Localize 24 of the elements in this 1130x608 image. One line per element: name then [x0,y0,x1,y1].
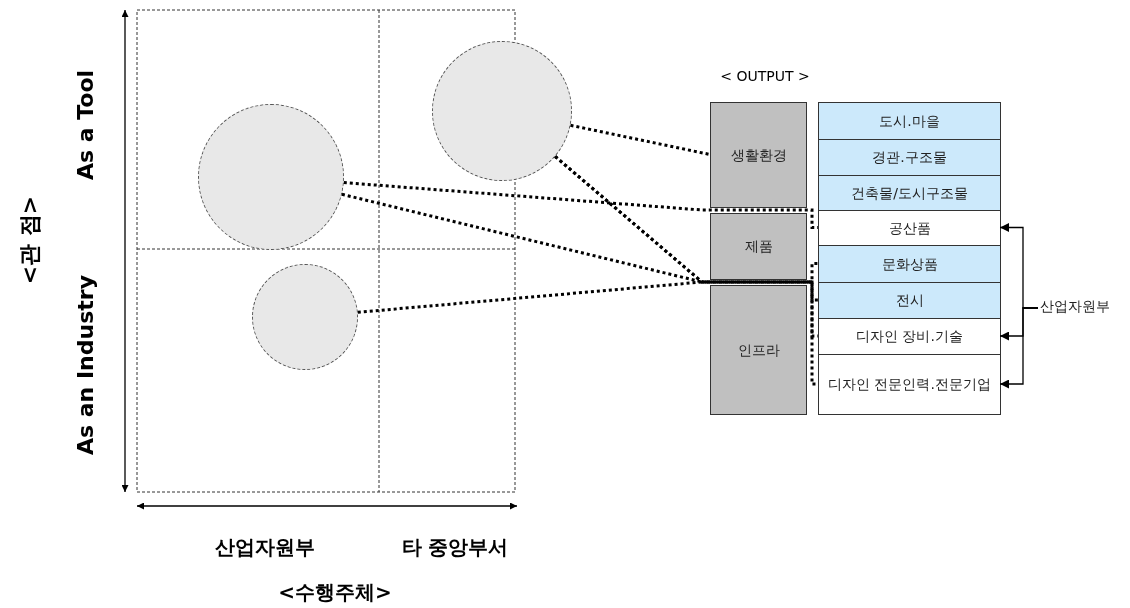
output-cell: 문화상품 [818,245,1001,283]
bracket-label: 산업자원부 [1040,298,1110,316]
category-cell: 생활환경 [710,102,807,208]
output-cell: 디자인 장비.기술 [818,318,1001,355]
output-cell: 공산품 [818,210,1001,246]
connector-line [570,123,711,156]
output-cell: 도시.마을 [818,102,1001,140]
axis-label: 타 중앙부서 [401,533,509,561]
axis-label: As a Tool [72,69,98,181]
output-cell: 디자인 전문인력.전문기업 [818,354,1001,415]
connector-line [343,181,818,229]
table-title: < OUTPUT > [720,68,810,84]
output-cell: 경관.구조물 [818,139,1001,176]
arrow [999,307,1039,389]
axis-title: <관 점> [16,195,43,285]
axis-label: As an Industry [72,275,98,455]
category-cell: 제품 [710,213,807,280]
connector-line [357,280,818,386]
axis-title: <수행주체> [278,578,392,606]
output-cell: 건축물/도시구조물 [818,175,1001,211]
connector-line [341,192,818,338]
category-cell: 인프라 [710,285,807,415]
output-cell: 전시 [818,282,1001,319]
axis-label: 산업자원부 [215,533,315,561]
